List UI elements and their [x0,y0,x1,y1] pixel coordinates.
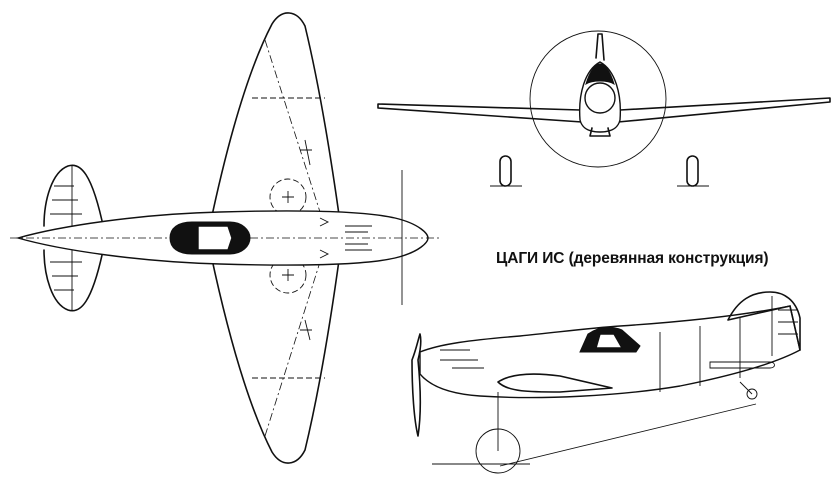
plan-lower-wing [209,249,341,464]
front-left-wing [377,103,583,123]
plan-upper-stabilizer [43,164,105,231]
side-wing [497,373,613,393]
aircraft-caption: ЦАГИ ИС (деревянная конструкция) [496,250,769,267]
plan-lower-stabilizer [43,245,105,312]
side-view [411,291,801,474]
front-view [377,30,831,187]
side-propeller [411,333,422,437]
plan-view [10,12,440,464]
front-right-wing [617,97,831,123]
plan-upper-wing [209,12,341,226]
side-fin [727,291,801,351]
